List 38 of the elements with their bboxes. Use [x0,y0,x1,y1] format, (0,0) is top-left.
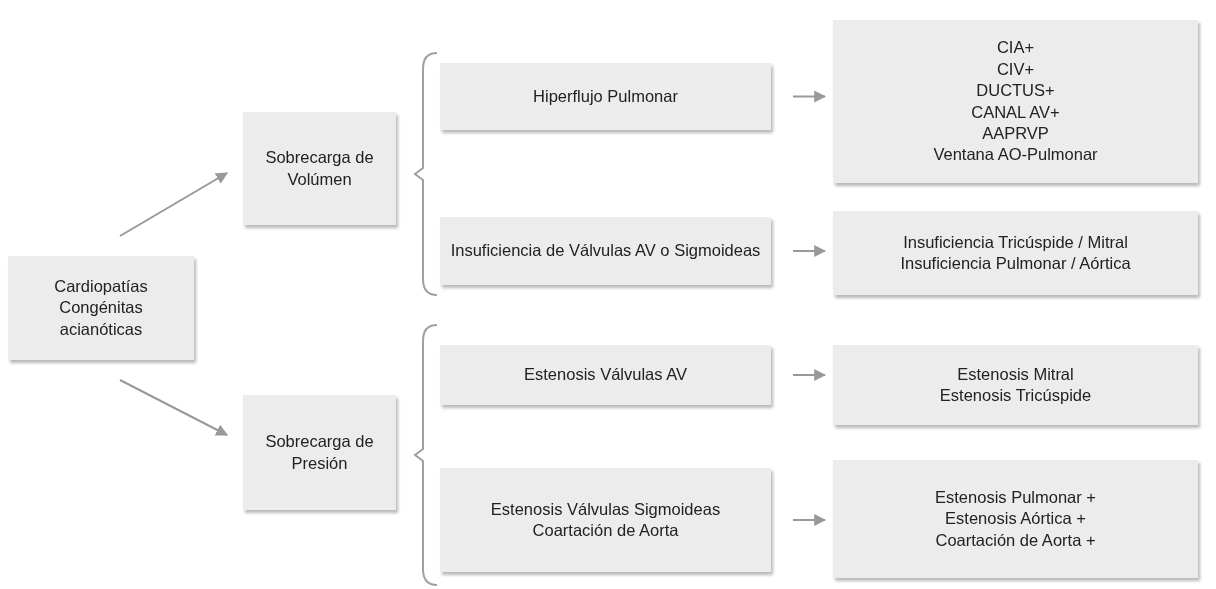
box-text: AAPRVP [982,122,1049,144]
arrow [119,172,229,237]
box-text: CIV+ [996,58,1035,80]
arrow [792,245,827,257]
text-box [833,460,1198,578]
box-text: Coartación de Aorta + [935,529,1096,551]
box-text: Cardiopatías Congénitas acianóticas [53,275,149,340]
box-text: Hiperflujo Pulmonar [533,85,678,107]
box-text: Estenosis Aórtica + [945,508,1086,530]
box-text: Insuficiencia de Válvulas AV o Sigmoideas [450,240,761,262]
box-text: Estenosis Tricúspide [939,385,1092,406]
text-box [833,345,1198,425]
box-text: Estenosis Pulmonar + [935,486,1096,508]
box-text: CANAL AV+ [971,101,1060,123]
text-box [243,112,396,225]
box-text: DUCTUS+ [976,80,1055,102]
box-text: Coartación de Aorta [532,520,679,541]
box-text: Sobrecarga de Presión [264,431,375,474]
box-text: Estenosis Válvulas AV [524,364,687,386]
arrow [792,90,827,103]
box-text: Insuficiencia Tricúspide / Mitral [903,231,1128,253]
box-text: Sobrecarga de Volúmen [264,147,375,190]
text-box [440,345,771,405]
arrow [792,369,827,381]
arrow [119,379,229,436]
text-box [440,468,771,572]
text-box [833,211,1198,295]
text-box [243,395,396,510]
text-box [440,63,771,130]
text-box [833,20,1198,183]
box-text: Insuficiencia Pulmonar / Aórtica [900,253,1131,274]
text-box [8,256,194,360]
box-text: Ventana AO-Pulmonar [933,144,1098,166]
text-box [440,217,771,285]
arrow [792,514,827,526]
box-text: Estenosis Válvulas Sigmoideas [490,498,721,520]
box-text: Estenosis Mitral [957,363,1074,385]
box-text: CIA+ [996,37,1035,59]
